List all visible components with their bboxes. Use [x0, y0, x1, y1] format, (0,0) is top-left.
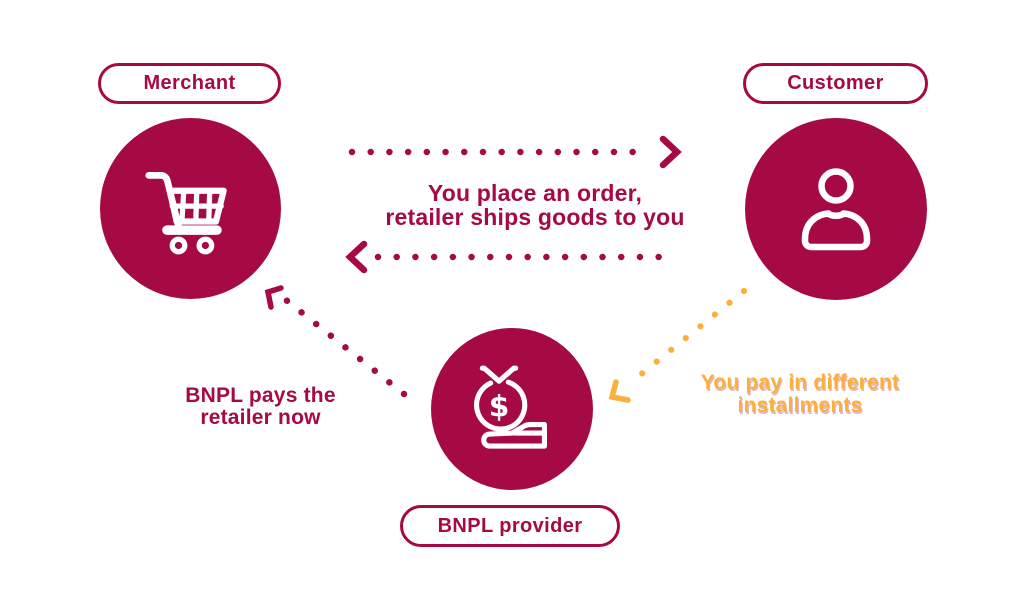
bnpl-payment-dotted-line [282, 296, 408, 398]
order-flow-line2: retailer ships goods to you [385, 204, 685, 230]
merchant-pill-label: Merchant [143, 72, 236, 94]
merchant-circle [100, 118, 281, 299]
installments-line1: You pay in different [700, 371, 900, 394]
bnpl-payment-arrowhead [264, 285, 284, 310]
installments-arrowhead [608, 379, 631, 403]
bnpl-payment-line2: retailer now [200, 406, 321, 429]
bnpl-provider-pill-label: BNPL provider [437, 514, 583, 537]
customer-pill-label: Customer [787, 72, 884, 94]
installments-label: You pay in different installments [675, 371, 925, 417]
order-flow-line1: You place an order, [427, 180, 643, 206]
bnpl-provider-circle: $ [431, 328, 593, 490]
dollar-sign-glyph: $ [489, 388, 510, 423]
shopping-cart-icon [144, 171, 227, 254]
order-return-arrowhead [345, 240, 368, 274]
installments-line2: installments [737, 394, 863, 417]
order-flow-label: You place an order, retailer ships goods… [360, 181, 710, 229]
bnpl-provider-pill: BNPL provider [400, 505, 620, 547]
bnpl-payment-label: BNPL pays the retailer now [148, 385, 373, 429]
customer-circle [745, 118, 927, 300]
money-bag-hand-icon: $ [474, 365, 548, 449]
bnpl-payment-line1: BNPL pays the [185, 384, 336, 407]
merchant-pill: Merchant [98, 63, 281, 104]
customer-pill: Customer [743, 63, 928, 104]
user-icon [801, 168, 871, 251]
order-forward-arrowhead [659, 135, 682, 169]
